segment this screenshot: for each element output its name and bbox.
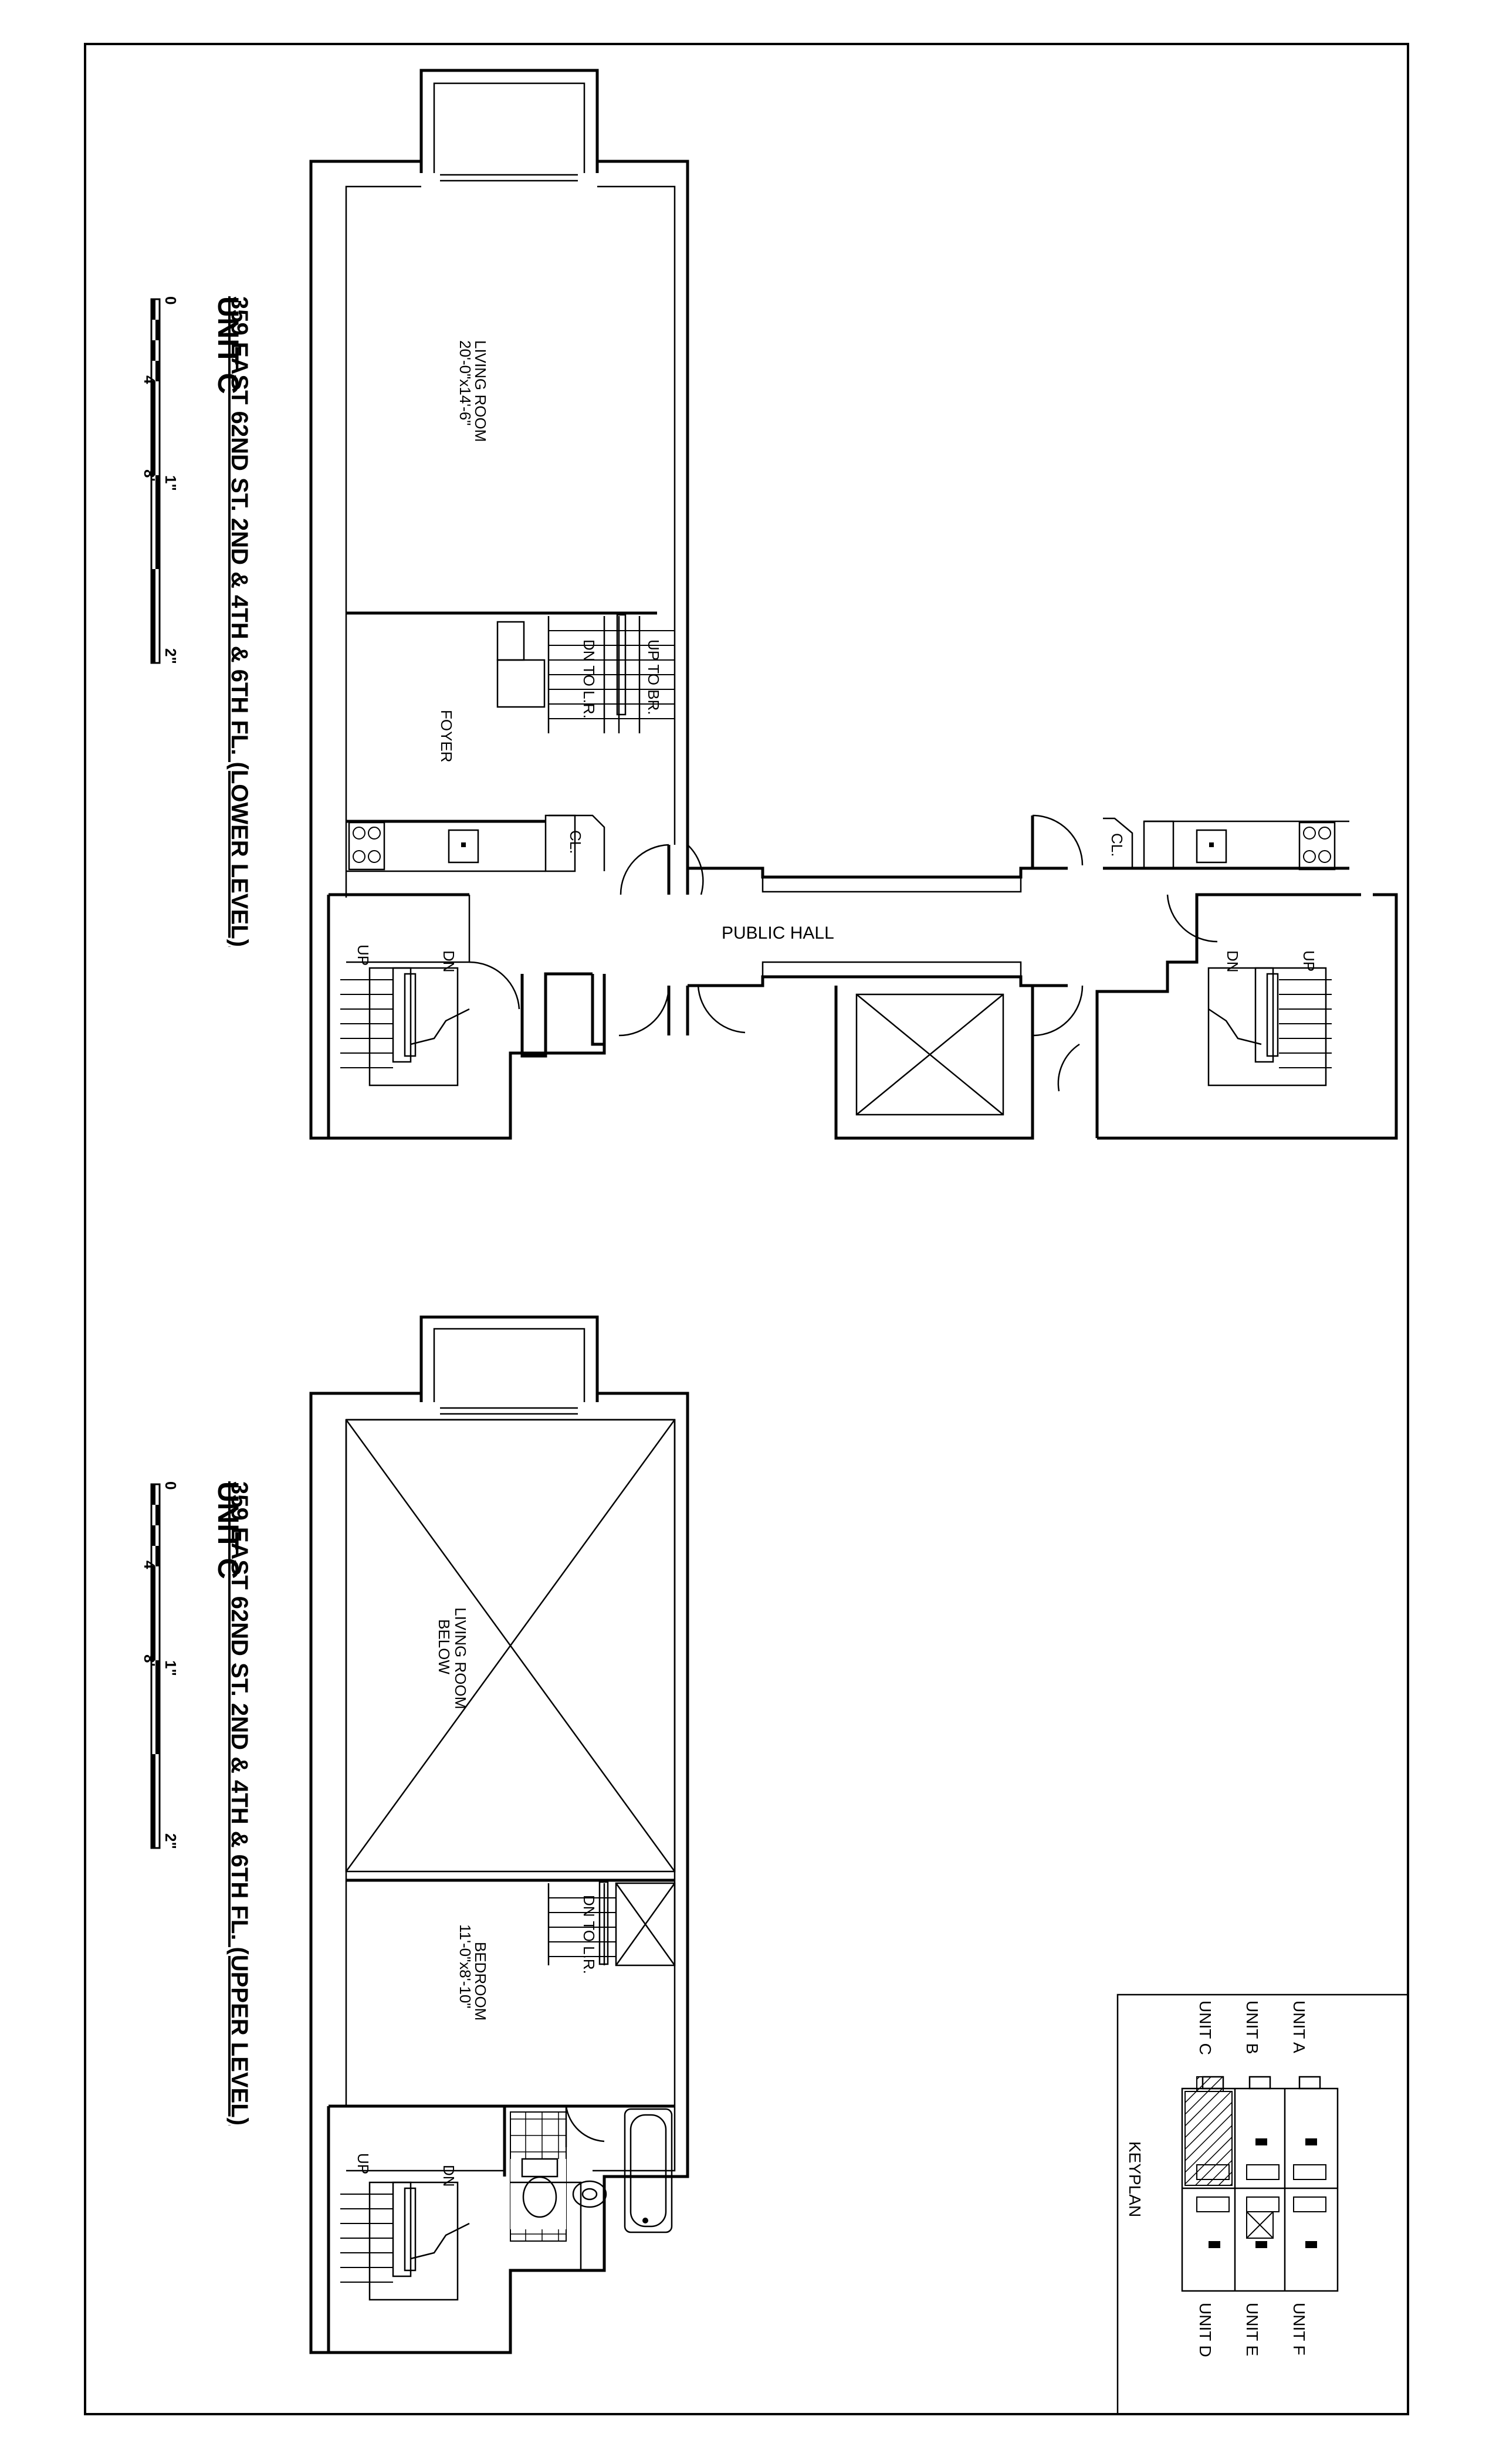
keyplan-unit-d: UNIT D: [1196, 2303, 1214, 2357]
lower-scale-0: 0: [162, 296, 180, 304]
keyplan-unit-c: UNIT C: [1196, 2001, 1214, 2055]
living-room-label: LIVING ROOM: [472, 340, 489, 442]
stair-dn-left: DN: [440, 950, 458, 973]
living-room-dims: 20'-0"x14'-6": [456, 340, 474, 425]
keyplan-unit-b: UNIT B: [1243, 2001, 1261, 2054]
kitchen-lower: [346, 814, 576, 872]
lower-scale-2in: 2": [162, 648, 180, 664]
lower-scale-4ft: 4': [141, 375, 158, 388]
keyplan-title: KEYPLAN: [1126, 2141, 1144, 2217]
exit-stair-lower-left: [340, 967, 470, 1087]
dn-to-lr-label: DN TO L.R.: [580, 639, 598, 719]
upper-scale-8ft: 8': [141, 1654, 158, 1667]
living-below-label-2: BELOW: [435, 1619, 453, 1674]
interior-stair-upper: [547, 1881, 676, 1967]
upper-unit-title: UNIT C: [212, 1481, 245, 1579]
lower-scale-8ft: 8': [141, 469, 158, 482]
upper-scale-1in: 1": [162, 1660, 180, 1676]
upper-scale-2in: 2": [162, 1833, 180, 1849]
upper-address: 359 EAST 62ND ST. 2ND & 4TH & 6TH FL. (U…: [226, 1481, 252, 2125]
keyplan: KEYPLAN UNIT A UNIT B UNIT C UNIT F UNIT…: [1116, 1993, 1408, 2414]
sheet-border: [84, 43, 1409, 2415]
dn-to-lr-upper: DN TO L.R.: [580, 1895, 598, 1974]
upper-title-block: UNIT C 359 EAST 62ND ST. 2ND & 4TH & 6TH…: [212, 1481, 252, 2125]
bedroom-dims: 11'-0"x8'-10": [456, 1924, 474, 2009]
upper-scale-4ft: 4': [141, 1561, 158, 1573]
up-to-br-label: UP TO BR.: [645, 639, 662, 715]
stair-up-upper: UP: [354, 2153, 372, 2174]
stair-up-right: UP: [1300, 950, 1318, 972]
lower-level-plan: LIVING ROOM 20'-0"x14'-6" FOYER UP TO BR…: [309, 69, 1398, 1140]
keyplan-unit-a: UNIT A: [1290, 2001, 1308, 2053]
exit-stair-upper: [327, 2104, 582, 2353]
keyplan-unit-f: UNIT F: [1290, 2303, 1308, 2355]
stair-dn-upper: DN: [440, 2165, 458, 2187]
stair-dn-right: DN: [1224, 950, 1241, 973]
keyplan-unit-c-highlight: [1184, 2091, 1233, 2186]
right-neighbor-unit: [1095, 817, 1398, 1140]
upper-scale-bar: 0 4' 8' 1" 2": [141, 1481, 180, 1849]
interior-stair-lower: [496, 614, 675, 733]
elevator-lower: [834, 986, 1034, 1140]
lower-title-block: UNIT C 359 EAST 62ND ST. 2ND & 4TH & 6TH…: [212, 296, 252, 947]
bathroom-upper: [346, 2104, 675, 2242]
stair-up-left: UP: [354, 945, 372, 966]
lower-scale-bar: 0 4' 8' 1" 2": [141, 296, 180, 664]
keyplan-unit-e: UNIT E: [1243, 2303, 1261, 2356]
bedroom-label: BEDROOM: [472, 1942, 489, 2020]
upper-scale-0: 0: [162, 1481, 180, 1490]
upper-level-plan: LIVING ROOM BELOW DN TO L.R. BEDROOM 11'…: [309, 1315, 689, 2354]
living-below-label-1: LIVING ROOM: [452, 1607, 469, 1709]
closet-label-right: CL.: [1108, 833, 1126, 857]
closet-label: CL.: [567, 830, 584, 854]
lower-scale-1in: 1": [162, 475, 180, 491]
lower-unit-title: UNIT C: [212, 296, 245, 394]
foyer-label: FOYER: [438, 710, 455, 763]
lower-address: 359 EAST 62ND ST. 2ND & 4TH & 6TH FL. (L…: [226, 296, 252, 947]
public-hall-label: PUBLIC HALL: [722, 923, 834, 943]
open-to-below: [345, 1419, 676, 1873]
